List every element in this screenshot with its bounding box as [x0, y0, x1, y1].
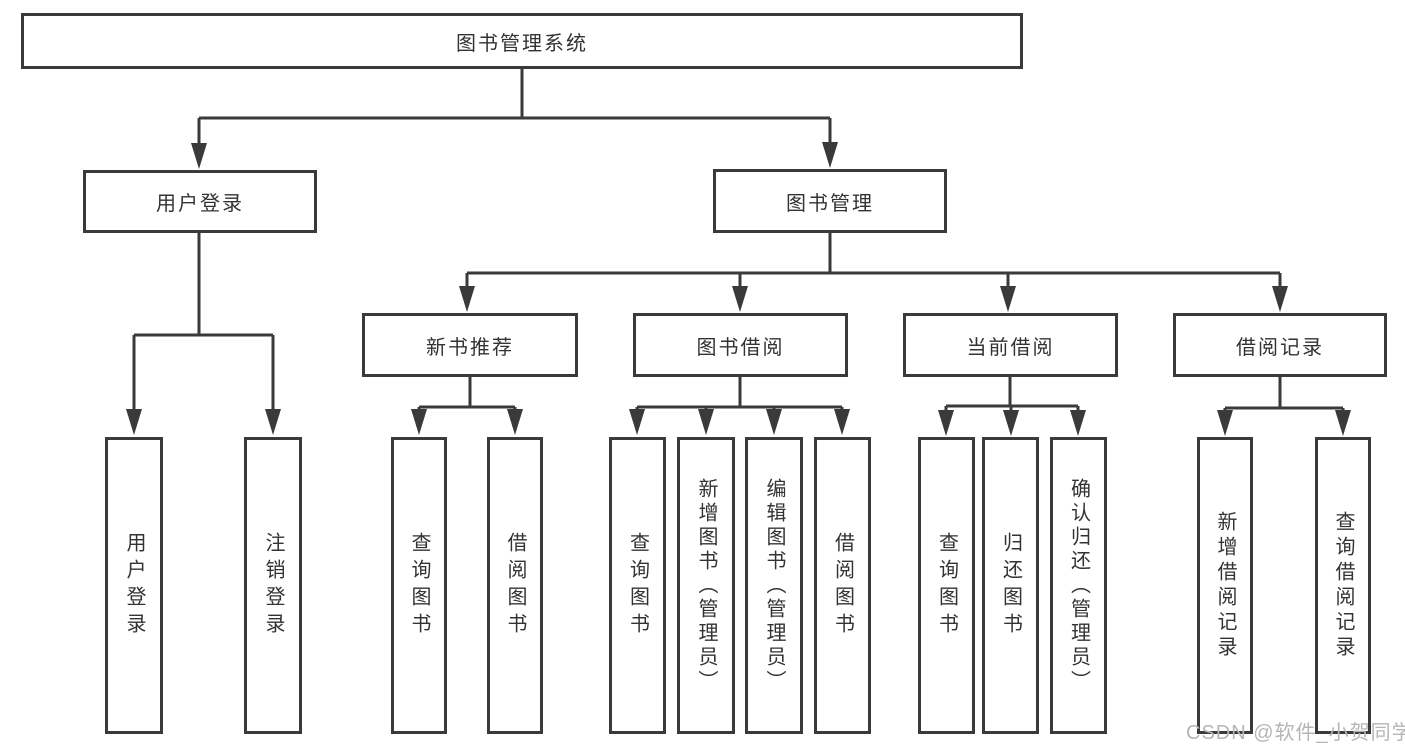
leaf-user-login: 用户登录 [105, 437, 163, 734]
leaf-rec-query-book: 查询图书 [391, 437, 447, 734]
leaf-bb-add-book-admin-label: 新增图书（管理员） [695, 477, 717, 694]
leaf-bb-add-book-admin: 新增图书（管理员） [677, 437, 735, 734]
node-book-management: 图书管理 [713, 169, 947, 233]
leaf-cb-confirm-return-admin-label: 确认归还（管理员） [1067, 477, 1090, 694]
leaf-bb-borrow-book-label: 借阅图书 [831, 531, 854, 640]
leaf-cb-query-book: 查询图书 [918, 437, 975, 734]
leaf-rec-borrow-book: 借阅图书 [487, 437, 543, 734]
leaf-bb-edit-book-admin-label: 编辑图书（管理员） [763, 477, 785, 694]
leaf-user-login-label: 用户登录 [123, 531, 145, 640]
leaf-bb-query-book-label: 查询图书 [626, 531, 649, 640]
leaf-cb-query-book-label: 查询图书 [935, 531, 958, 640]
leaf-br-add-record: 新增借阅记录 [1197, 437, 1253, 734]
leaf-cb-return-book-label: 归还图书 [999, 531, 1022, 640]
arrowheads [126, 142, 1351, 436]
node-user-login: 用户登录 [83, 170, 317, 233]
leaf-br-query-record-label: 查询借阅记录 [1332, 510, 1354, 661]
node-borrowing-records: 借阅记录 [1173, 313, 1387, 377]
node-library-management-system: 图书管理系统 [21, 13, 1023, 69]
leaf-bb-edit-book-admin: 编辑图书（管理员） [745, 437, 803, 734]
leaf-cb-return-book: 归还图书 [982, 437, 1039, 734]
leaf-logout-label: 注销登录 [262, 531, 284, 640]
leaf-logout: 注销登录 [244, 437, 302, 734]
leaf-br-query-record: 查询借阅记录 [1315, 437, 1371, 734]
leaf-cb-confirm-return-admin: 确认归还（管理员） [1050, 437, 1107, 734]
leaf-bb-query-book: 查询图书 [609, 437, 666, 734]
leaf-rec-query-book-label: 查询图书 [408, 531, 430, 640]
node-book-borrowing: 图书借阅 [633, 313, 848, 377]
csdn-watermark: CSDN @软件_小贺同学 [1186, 722, 1405, 744]
leaf-br-add-record-label: 新增借阅记录 [1214, 510, 1236, 661]
leaf-bb-borrow-book: 借阅图书 [814, 437, 871, 734]
node-current-borrowing: 当前借阅 [903, 313, 1118, 377]
node-new-book-recommendation: 新书推荐 [362, 313, 578, 377]
leaf-rec-borrow-book-label: 借阅图书 [504, 531, 526, 640]
